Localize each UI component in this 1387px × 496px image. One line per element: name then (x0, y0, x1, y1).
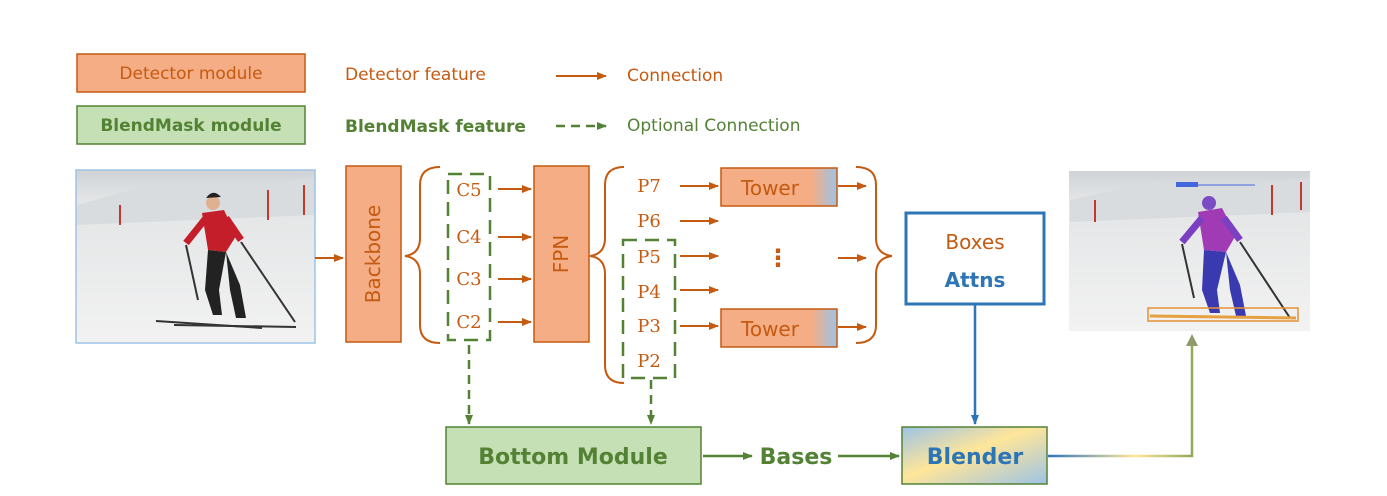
legend-blendmask-module-swatch (76, 105, 306, 145)
legend-detector-module-swatch (76, 53, 306, 93)
p-features-group (621, 238, 677, 380)
legend-blendmask-feature-label: BlendMask feature (345, 117, 526, 137)
fpn-box (533, 165, 590, 343)
arrow-blender-to-output (1048, 340, 1194, 458)
fpn-label: FPN (549, 235, 573, 274)
backbone-box (345, 165, 402, 343)
feature-p7: P7 (637, 176, 661, 197)
feature-p2: P2 (637, 351, 661, 372)
feature-c4: C4 (456, 227, 481, 248)
tower-bottom-label: Tower (740, 317, 800, 341)
attns-label: Attns (945, 268, 1006, 292)
legend-optional-connection-label: Optional Connection (627, 116, 800, 136)
feature-p6: P6 (637, 211, 661, 232)
bottom-module-box (445, 426, 702, 485)
feature-p5: P5 (637, 247, 661, 268)
c-features-group (446, 172, 492, 342)
tower-top-label: Tower (740, 176, 800, 200)
feature-p4: P4 (637, 282, 661, 303)
fpn-output-brace (589, 166, 625, 384)
feature-p3: P3 (637, 316, 661, 337)
backbone-output-brace (404, 166, 441, 344)
feature-c2: C2 (456, 312, 481, 333)
legend-detector-feature-label: Detector feature (345, 65, 486, 85)
tower-ellipsis: ⋮ (766, 244, 790, 272)
head-output-box (904, 211, 1046, 306)
backbone-label: Backbone (361, 205, 385, 303)
tower-top-box (720, 167, 838, 207)
tower-bottom-box (720, 308, 838, 348)
blender-label: Blender (927, 445, 1024, 470)
output-image-icon (1069, 171, 1310, 331)
boxes-label: Boxes (945, 230, 1004, 254)
bases-label: Bases (760, 445, 833, 470)
legend-blendmask-module-label: BlendMask module (100, 116, 281, 136)
bottom-module-label: Bottom Module (478, 445, 668, 470)
input-image-icon (75, 169, 316, 344)
legend-detector-module-label: Detector module (119, 64, 262, 84)
feature-c5: C5 (456, 180, 481, 201)
legend-connection-label: Connection (627, 66, 723, 86)
legend: Detector module Detector feature Connect… (76, 53, 800, 145)
feature-c3: C3 (456, 269, 481, 290)
blender-box (901, 426, 1048, 485)
tower-output-brace (855, 166, 893, 344)
arrow-blender-to-output-head (1186, 334, 1198, 346)
